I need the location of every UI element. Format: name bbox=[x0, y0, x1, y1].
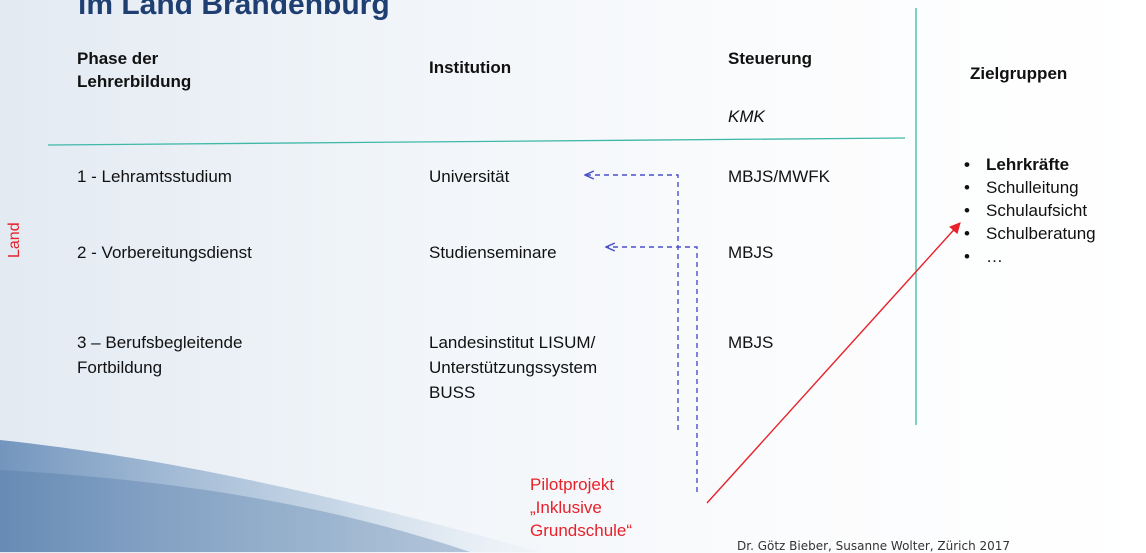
header-phase-line1: Phase der bbox=[77, 49, 159, 68]
zielgruppe-item: Schulberatung bbox=[954, 222, 1096, 245]
header-phase-line2: Lehrerbildung bbox=[77, 72, 192, 91]
row3-institution-line2: Unterstützungssystem bbox=[429, 358, 598, 377]
pilot-line: Grundschule“ bbox=[530, 521, 633, 540]
zielgruppe-item: Schulaufsicht bbox=[954, 199, 1096, 222]
row3-institution-line1: Landesinstitut LISUM/ bbox=[429, 333, 596, 352]
slide-title: im Land Brandenburg bbox=[78, 0, 390, 21]
row1-phase: 1 - Lehramtsstudium bbox=[77, 167, 232, 186]
side-label-land: Land bbox=[6, 222, 23, 258]
header-steuerung: Steuerung bbox=[728, 49, 813, 68]
pilot-project-label: Pilotprojekt „Inklusive Grundschule“ bbox=[530, 473, 632, 542]
row2-steuerung: MBJS bbox=[728, 243, 774, 262]
pilot-line: „Inklusive bbox=[530, 498, 602, 517]
row3-phase: 3 – Berufsbegleitende Fortbildung bbox=[77, 330, 242, 380]
header-phase: Phase der Lehrerbildung bbox=[77, 47, 191, 93]
zielgruppen-list: Lehrkräfte Schulleitung Schulaufsicht Sc… bbox=[954, 153, 1096, 268]
row2-phase: 2 - Vorbereitungsdienst bbox=[77, 243, 252, 262]
row3-phase-line1: 3 – Berufsbegleitende bbox=[77, 333, 243, 352]
zielgruppe-item: Schulleitung bbox=[954, 176, 1096, 199]
footer-credit: Dr. Götz Bieber, Susanne Wolter, Zürich … bbox=[737, 539, 1011, 553]
row3-phase-line2: Fortbildung bbox=[77, 358, 163, 377]
row1-institution: Universität bbox=[429, 167, 510, 186]
zielgruppe-item: Lehrkräfte bbox=[954, 153, 1096, 176]
zielgruppe-item: … bbox=[954, 245, 1096, 268]
header-steuerung-kmk: KMK bbox=[728, 107, 765, 126]
row3-institution: Landesinstitut LISUM/ Unterstützungssyst… bbox=[429, 330, 597, 405]
row2-institution: Studienseminare bbox=[429, 243, 557, 262]
pilot-line: Pilotprojekt bbox=[530, 475, 615, 494]
header-institution: Institution bbox=[429, 58, 512, 77]
row3-institution-line3: BUSS bbox=[429, 383, 476, 402]
row1-steuerung: MBJS/MWFK bbox=[728, 167, 830, 186]
row3-steuerung: MBJS bbox=[728, 333, 774, 352]
header-zielgruppen: Zielgruppen bbox=[970, 64, 1068, 83]
